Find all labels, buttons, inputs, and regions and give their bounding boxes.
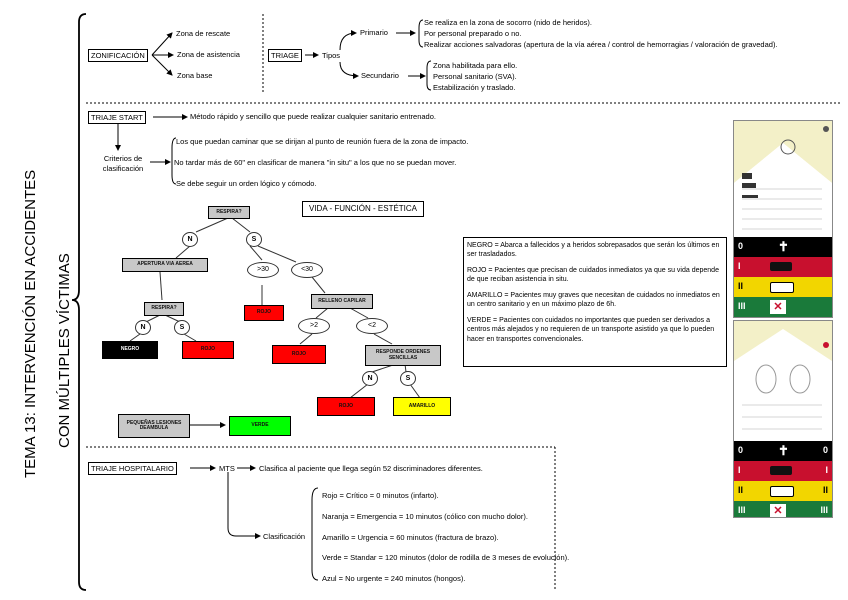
- card-2-numeral-3-right: III: [820, 505, 828, 515]
- card-1-numeral-2: II: [738, 281, 744, 291]
- n-circle-3: N: [362, 371, 378, 386]
- legend-amarillo: AMARILLO = Pacientes muy graves que nece…: [467, 291, 720, 309]
- no-ambulance-icon: ✕: [770, 504, 786, 517]
- card-1-yellow-strip: II: [734, 277, 832, 297]
- tipos-label: Tipos: [322, 51, 341, 60]
- verde-node: VERDE: [229, 416, 291, 436]
- card-2-numeral-0-right: 0: [822, 445, 828, 455]
- s-circle-2: S: [174, 320, 190, 335]
- lt2-oval: <2: [356, 318, 388, 334]
- hosp-item-verde: Verde = Standar = 120 minutos (dolor de …: [322, 553, 570, 562]
- legend-negro: NEGRO = Abarca a fallecidos y a heridos …: [467, 242, 720, 259]
- legend-verde: VERDE = Pacientes con cuidados no import…: [467, 316, 715, 343]
- criterio-1: Los que puedan caminar que se dirijan al…: [176, 137, 469, 146]
- relleno-node: RELLENO CAPILAR: [311, 294, 373, 309]
- card-2-numeral-1-right: I: [825, 465, 828, 475]
- card-2-numeral-0: 0: [738, 445, 744, 455]
- card-2-black-strip: 0 ✝ 0: [734, 441, 832, 461]
- zona-base: Zona base: [177, 71, 213, 80]
- secundario-line-3: Estabilización y traslado.: [433, 83, 516, 92]
- zona-asistencia: Zona de asistencia: [177, 50, 240, 59]
- s-circle-1: S: [246, 232, 262, 247]
- s-circle-3: S: [400, 371, 416, 386]
- mts-desc: Clasifica al paciente que llega según 52…: [259, 464, 483, 473]
- triage-box: TRIAGE: [268, 49, 302, 62]
- card-2-numeral-3: III: [738, 505, 746, 515]
- cross-icon: ✝: [778, 239, 789, 254]
- rojo-node-4: ROJO: [317, 397, 375, 416]
- amarillo-node: AMARILLO: [393, 397, 451, 416]
- vfe-box: VIDA - FUNCIÓN - ESTÉTICA: [302, 201, 425, 217]
- mts-label: MTS: [219, 464, 235, 473]
- primario-line-1: Se realiza en la zona de socorro (nido d…: [424, 18, 593, 27]
- triaje-start-box: TRIAJE START: [88, 111, 146, 124]
- lt30-oval: <30: [291, 262, 323, 278]
- triage-card-2: 0 ✝ 0 I I II II III ✕ III: [733, 320, 833, 518]
- card-2-yellow-strip: II II: [734, 481, 832, 501]
- ambulance-icon: [770, 262, 792, 271]
- responde-node: RESPONDE ORDENES SENCILLAS: [365, 345, 441, 366]
- rojo-node-2: ROJO: [244, 305, 284, 321]
- criterios-label: Criterios de clasificación: [102, 154, 144, 173]
- card-1-numeral-1: I: [738, 261, 741, 271]
- gt30-oval: >30: [247, 262, 279, 278]
- secundario-line-1: Zona habilitada para ello.: [433, 61, 518, 70]
- clasificacion-label: Clasificación: [263, 532, 306, 541]
- rojo-node-1: ROJO: [182, 341, 234, 359]
- criterio-3: Se debe seguir un orden lógico y cómodo.: [176, 179, 317, 188]
- card-1-numeral-3: III: [738, 301, 746, 311]
- secundario-line-2: Personal sanitario (SVA).: [433, 72, 517, 81]
- criterio-2: No tardar más de 60" en clasificar de ma…: [174, 158, 457, 167]
- ambulance-icon: [770, 466, 792, 475]
- card-1-header: [734, 121, 832, 237]
- triage-card-1: 0 ✝ I II III ✕: [733, 120, 833, 318]
- n-circle-2: N: [135, 320, 151, 335]
- card-1-numeral-0: 0: [738, 241, 744, 251]
- triaje-hospitalario-box: TRIAJE HOSPITALARIO: [88, 462, 177, 475]
- n-circle-1: N: [182, 232, 198, 247]
- negro-node: NEGRO: [102, 341, 158, 359]
- cross-icon: ✝: [778, 443, 789, 458]
- card-2-red-strip: I I: [734, 461, 832, 481]
- ambulance-icon: [770, 282, 794, 293]
- hosp-item-naranja: Naranja = Emergencia = 10 minutos (cólic…: [322, 512, 528, 521]
- card-1-red-strip: I: [734, 257, 832, 277]
- secundario-label: Secundario: [361, 71, 399, 80]
- legend-box: NEGRO = Abarca a fallecidos y a heridos …: [463, 237, 727, 367]
- primario-label: Primario: [360, 28, 388, 37]
- card-1-green-strip: III ✕: [734, 297, 832, 317]
- lesiones-node: PEQUEÑAS LESIONES DEAMBULA: [118, 414, 190, 438]
- apertura-node: APERTURA VIA AEREA: [122, 258, 208, 272]
- respira2-node: RESPIRA?: [144, 302, 184, 316]
- hosp-item-rojo: Rojo = Crítico = 0 minutos (infarto).: [322, 491, 439, 500]
- card-2-numeral-1: I: [738, 465, 741, 475]
- respira-node: RESPIRA?: [208, 206, 250, 219]
- card-2-green-strip: III ✕ III: [734, 501, 832, 517]
- card-2-numeral-2-right: II: [822, 485, 828, 495]
- card-2-numeral-2: II: [738, 485, 744, 495]
- zonificacion-box: ZONIFICACIÓN: [88, 49, 148, 62]
- gt2-oval: >2: [298, 318, 330, 334]
- card-2-header: [734, 321, 832, 441]
- rojo-node-3: ROJO: [272, 345, 326, 364]
- hosp-item-amarillo: Amarillo = Urgencia = 60 minutos (fractu…: [322, 533, 499, 542]
- card-1-black-strip: 0 ✝: [734, 237, 832, 257]
- ambulance-icon: [770, 486, 794, 497]
- zona-rescate: Zona de rescate: [176, 29, 231, 38]
- primario-line-3: Realizar acciones salvadoras (apertura d…: [424, 40, 778, 49]
- hosp-item-azul: Azul = No urgente = 240 minutos (hongos)…: [322, 574, 466, 583]
- start-desc: Método rápido y sencillo que puede reali…: [190, 112, 436, 121]
- primario-line-2: Por personal preparado o no.: [424, 29, 522, 38]
- no-ambulance-icon: ✕: [770, 300, 786, 314]
- legend-rojo: ROJO = Pacientes que precisan de cuidado…: [467, 266, 719, 284]
